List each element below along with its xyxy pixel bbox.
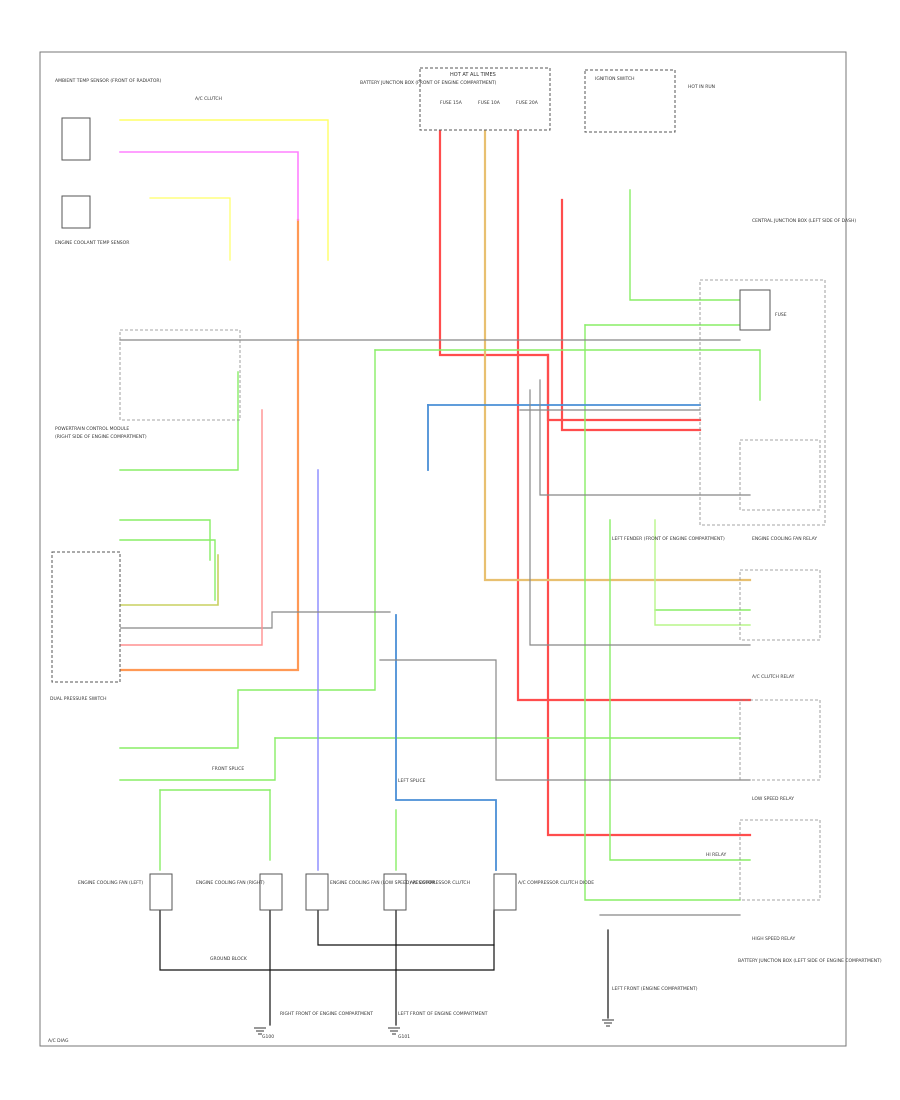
wire-green-15 [119,349,376,749]
wire-tan-4 [483,128,752,582]
components: HOT AT ALL TIMES BATTERY JUNCTION BOX (F… [48,67,882,1044]
dual-pressure-label: DUAL PRESSURE SWITCH [50,696,107,702]
high-speed-relay-label: HIGH SPEED RELAY [752,936,795,942]
low-speed-relay [739,699,821,781]
engine-cooling-fan-label: ENGINE COOLING FAN (LEFT) [78,880,143,886]
fuse-box-title: HOT AT ALL TIMES [450,72,496,78]
fuse-box-desc: BATTERY JUNCTION BOX (FRONT OF ENGINE CO… [360,80,497,86]
fuse-box [419,67,551,131]
high-speed-relay [739,819,821,901]
wire-black-40 [317,909,495,946]
ground-block-label: GROUND BLOCK [210,956,248,962]
coolant-fan-left [149,873,173,911]
ground-symbol-right [254,1027,266,1035]
ground-symbol-battery [602,1019,614,1027]
resistor-label: ENGINE COOLING FAN (LOW SPEED) RESISTOR [330,880,435,886]
wire-gray-34 [379,659,751,781]
fuse-a-label: FUSE 15A [440,100,463,106]
wire-salmon-38 [119,409,263,646]
wire-blue-29 [395,614,497,871]
wire-green-23 [119,539,216,601]
engine-sensor [61,195,91,229]
ac-compressor-label: A/C COMPRESSOR CLUTCH [410,880,470,886]
left-splice-label: LEFT SPLICE [398,778,426,784]
wire-green-22 [119,519,211,561]
ground-right-text: RIGHT FRONT OF ENGINE COMPARTMENT [280,1011,373,1017]
wire-gray-35 [119,611,391,629]
engine-cooling-relay [739,439,821,511]
left-front-label: LEFT FRONT (ENGINE COMPARTMENT) [612,986,698,992]
ac-comp2-label: A/C COMPRESSOR CLUTCH DIODE [518,880,594,886]
wire-lightgreen-25 [654,519,751,626]
low-speed-relay-label: LOW SPEED RELAY [752,796,794,802]
wire-green-12 [609,519,751,861]
wire-green-9 [629,189,741,301]
ac-clutch-label: A/C CLUTCH [195,96,222,102]
dual-pressure-switch [51,551,121,683]
fuse-c-label: FUSE 20A [516,100,539,106]
page-id: A/C DIAG [48,1038,69,1044]
central-junction [699,279,826,526]
ground-left-text: LEFT FRONT OF ENGINE COMPARTMENT [398,1011,488,1017]
wire-yellow-7 [119,119,329,261]
ignition-switch-label: IGNITION SWITCH [595,76,635,82]
wire-green-14 [119,371,239,471]
fuse-b-label: FUSE 10A [478,100,501,106]
wire-orange-5 [118,218,300,672]
wire-black-39 [159,909,495,971]
wire-red-2 [516,128,752,702]
hi-relay-label: HI RELAY [706,852,726,858]
ambient-sensor [61,117,91,161]
wire-red-0 [438,128,702,422]
ignition-desc: HOT IN RUN [688,84,715,90]
wire-gray-33 [529,389,751,646]
wire-yellow-8 [149,197,231,261]
ground-symbol-left [388,1027,400,1035]
wire-red-1 [560,198,702,432]
ac-clutch-relay [739,569,821,641]
battery-junction2-label: BATTERY JUNCTION BOX (LEFT SIDE OF ENGIN… [738,958,882,964]
diagram-frame [39,51,847,1047]
engine-sensor-label: ENGINE COOLANT TEMP SENSOR [55,240,129,246]
left-fender-label: LEFT FENDER (FRONT OF ENGINE COMPARTMENT… [612,536,725,542]
pcm-desc: (RIGHT SIDE OF ENGINE COMPARTMENT) [55,434,147,440]
wire-red-3 [546,353,752,837]
wire-green-13 [374,349,761,401]
ambient-sensor-label: AMBIENT TEMP SENSOR (FRONT OF RADIATOR) [55,78,161,84]
ac-compressor-diode [493,873,517,911]
coolant-fan-right [259,873,283,911]
wire-green-17 [119,737,276,781]
engine-cooling-label: ENGINE COOLING FAN RELAY [752,536,817,542]
pcm-block [119,329,241,421]
ignition-switch [584,69,676,133]
front-splice-label: FRONT SPLICE [212,766,244,772]
wire-olive-26 [119,554,219,606]
wire-gray-32 [539,379,751,496]
wire-green-11 [584,324,741,901]
pcm-label: POWERTRAIN CONTROL MODULE [55,426,129,432]
right-fuse-label: FUSE [775,312,787,318]
wire-layer [118,119,761,1026]
ground-right-num: G100 [262,1034,274,1040]
ground-left-num: G101 [398,1034,410,1040]
right-fuse [739,289,771,331]
wire-pink-6 [119,151,299,221]
central-junction-label: CENTRAL JUNCTION BOX (LEFT SIDE OF DASH) [752,218,856,224]
resistor [305,873,329,911]
engine-cooling-fan2-label: ENGINE COOLING FAN (RIGHT) [196,880,265,886]
ac-compressor [383,873,407,911]
ac-clutch-relay-label: A/C CLUTCH RELAY [752,674,795,680]
